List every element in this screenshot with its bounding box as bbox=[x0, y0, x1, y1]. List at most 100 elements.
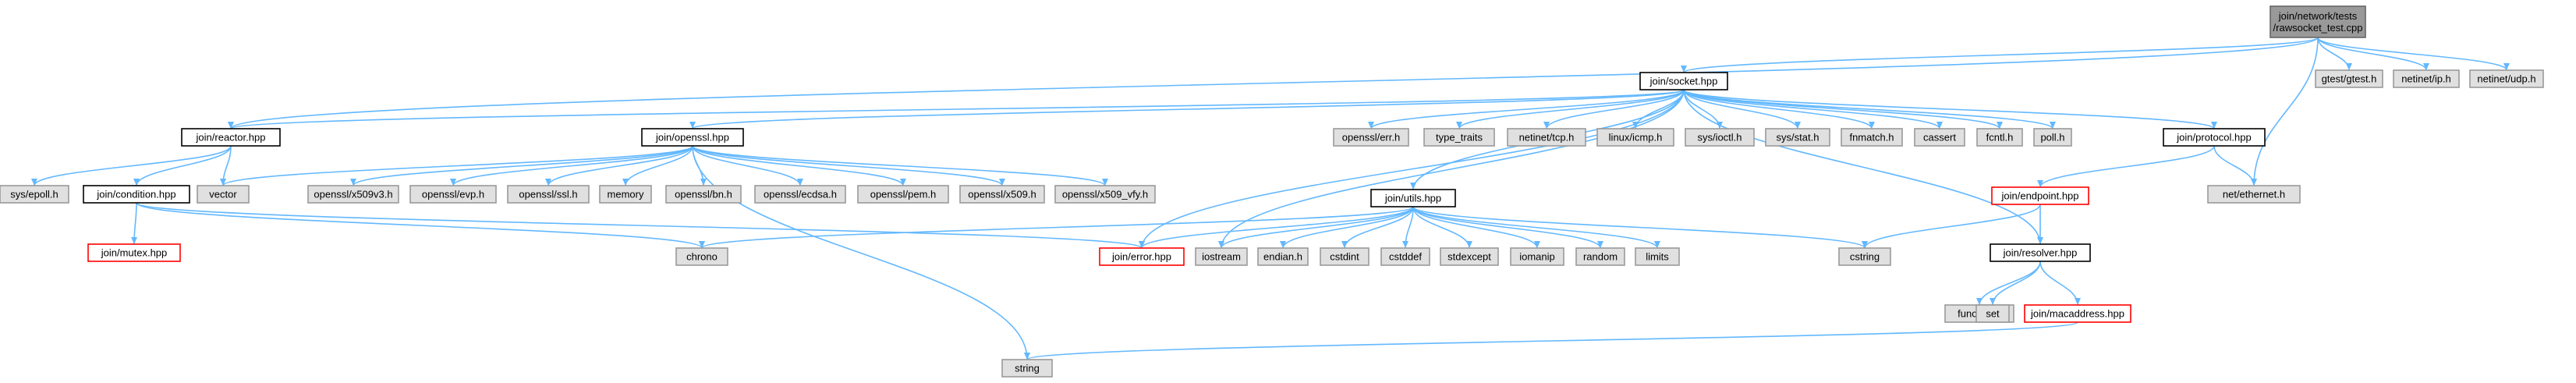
node-box bbox=[1976, 128, 2023, 147]
node-ioctl: sys/ioctl.h bbox=[1685, 128, 1755, 147]
edge-socket-to-poll bbox=[1683, 89, 2056, 129]
node-socket[interactable]: join/socket.hpp bbox=[1639, 72, 1728, 90]
node-box bbox=[2163, 128, 2266, 147]
dependency-nodes: join/network/tests/rawsocket_test.cppgte… bbox=[0, 5, 2544, 378]
node-label: join/macaddress.hpp bbox=[2030, 308, 2124, 320]
node-mutex[interactable]: join/mutex.hpp bbox=[87, 243, 181, 262]
edge-utils-to-chrono bbox=[699, 206, 1414, 249]
edge-openssl-to-memory bbox=[622, 145, 693, 186]
node-epoll: sys/epoll.h bbox=[0, 185, 69, 204]
node-box bbox=[675, 247, 728, 266]
node-set: set bbox=[1975, 304, 2010, 323]
edge-utils-to-iostream bbox=[1218, 206, 1414, 249]
node-opensslerr: openssl/err.h bbox=[1333, 128, 1409, 147]
node-macaddress[interactable]: join/macaddress.hpp bbox=[2024, 304, 2131, 323]
node-box bbox=[1975, 304, 2010, 323]
node-pem: openssl/pem.h bbox=[857, 185, 949, 204]
node-label: poll.h bbox=[2040, 132, 2064, 144]
node-label: openssl/x509.h bbox=[968, 189, 1036, 200]
node-box bbox=[2033, 128, 2072, 147]
node-label: openssl/x509v3.h bbox=[314, 189, 392, 200]
node-label: sys/ioctl.h bbox=[1697, 132, 1742, 144]
node-endpoint[interactable]: join/endpoint.hpp bbox=[1991, 186, 2089, 205]
node-label: cassert bbox=[1923, 132, 1956, 144]
node-fnmatch: fnmatch.h bbox=[1841, 128, 1903, 147]
node-root[interactable]: join/network/tests/rawsocket_test.cpp bbox=[2270, 5, 2366, 38]
node-label: set bbox=[1986, 308, 2000, 320]
edge-reactor-to-epoll bbox=[31, 145, 232, 186]
node-nettcp: netinet/tcp.h bbox=[1507, 128, 1586, 147]
node-label: openssl/x509_vfy.h bbox=[1062, 189, 1148, 200]
node-label: string bbox=[1015, 363, 1040, 374]
node-label: cstdint bbox=[1330, 251, 1359, 263]
edge-socket-to-iostream bbox=[1218, 89, 1685, 249]
node-box bbox=[1765, 128, 1830, 147]
node-box bbox=[1370, 189, 1456, 207]
node-label: /rawsocket_test.cpp bbox=[2273, 22, 2363, 34]
node-box bbox=[1320, 247, 1369, 266]
node-label: net/ethernet.h bbox=[2223, 189, 2285, 200]
edge-resolver-to-functional bbox=[1976, 261, 2041, 306]
node-netip: netinet/ip.h bbox=[2393, 69, 2460, 88]
node-ecdsa: openssl/ecdsa.h bbox=[754, 185, 846, 204]
node-box bbox=[1001, 359, 1053, 378]
node-chrono: chrono bbox=[675, 247, 728, 266]
node-label: join/utils.hpp bbox=[1384, 193, 1441, 204]
node-label: join/reactor.hpp bbox=[196, 132, 266, 144]
node-label: limits bbox=[1646, 251, 1669, 263]
node-box bbox=[2393, 69, 2460, 88]
node-utils[interactable]: join/utils.hpp bbox=[1370, 189, 1456, 207]
edge-root-to-socket bbox=[1681, 37, 2319, 73]
edge-utils-to-cstddef bbox=[1402, 206, 1414, 249]
node-label: openssl/err.h bbox=[1342, 132, 1400, 144]
node-box bbox=[0, 185, 69, 204]
node-stdexcept: stdexcept bbox=[1440, 247, 1499, 266]
node-stat: sys/stat.h bbox=[1765, 128, 1830, 147]
edge-endpoint-to-cstring bbox=[1862, 204, 2041, 249]
node-x509: openssl/x509.h bbox=[959, 185, 1045, 204]
node-label: cstddef bbox=[1389, 251, 1422, 263]
node-label: netinet/tcp.h bbox=[1519, 132, 1575, 144]
node-error[interactable]: join/error.hpp bbox=[1099, 247, 1185, 266]
edge-resolver-to-macaddress bbox=[2039, 261, 2081, 306]
node-box bbox=[754, 185, 846, 204]
edge-utils-to-error bbox=[1139, 206, 1414, 249]
node-box bbox=[1507, 128, 1586, 147]
node-reactor[interactable]: join/reactor.hpp bbox=[181, 128, 281, 147]
edge-root-to-reactor bbox=[228, 37, 2319, 129]
node-label: random bbox=[1583, 251, 1618, 263]
node-box bbox=[1575, 247, 1625, 266]
node-box bbox=[2469, 69, 2544, 88]
node-resolver[interactable]: join/resolver.hpp bbox=[1990, 243, 2091, 262]
edge-socket-to-protocol bbox=[1683, 89, 2217, 129]
edge-socket-to-nettcp bbox=[1543, 89, 1685, 129]
edge-openssl-to-x509v3 bbox=[350, 145, 693, 186]
node-label: sys/stat.h bbox=[1777, 132, 1819, 144]
node-label: cstring bbox=[1850, 251, 1880, 263]
node-random: random bbox=[1575, 247, 1625, 266]
node-label: netinet/udp.h bbox=[2477, 73, 2535, 85]
edge-socket-to-reactor bbox=[228, 89, 1685, 129]
node-box bbox=[197, 185, 250, 204]
node-label: openssl/ecdsa.h bbox=[764, 189, 837, 200]
edge-utils-to-iomanip bbox=[1412, 206, 1540, 249]
node-box bbox=[1635, 247, 1680, 266]
node-protocol[interactable]: join/protocol.hpp bbox=[2163, 128, 2266, 147]
node-box bbox=[1685, 128, 1755, 147]
node-label: join/condition.hpp bbox=[96, 189, 175, 200]
node-typetraits: type_traits bbox=[1423, 128, 1495, 147]
node-condition[interactable]: join/condition.hpp bbox=[83, 185, 190, 204]
node-label: join/resolver.hpp bbox=[2003, 247, 2078, 259]
node-cstring: cstring bbox=[1838, 247, 1891, 266]
edge-root-to-netip bbox=[2317, 37, 2429, 71]
node-string: string bbox=[1001, 359, 1053, 378]
edge-condition-to-mutex bbox=[131, 202, 138, 245]
node-openssl[interactable]: join/openssl.hpp bbox=[641, 128, 744, 147]
node-cstdint: cstdint bbox=[1320, 247, 1369, 266]
node-fcntl: fcntl.h bbox=[1976, 128, 2023, 147]
edge-root-to-netudp bbox=[2317, 37, 2510, 71]
node-x509v3: openssl/x509v3.h bbox=[307, 185, 399, 204]
node-box bbox=[959, 185, 1045, 204]
node-gtest: gtest/gtest.h bbox=[2315, 69, 2383, 88]
node-memory: memory bbox=[599, 185, 652, 204]
